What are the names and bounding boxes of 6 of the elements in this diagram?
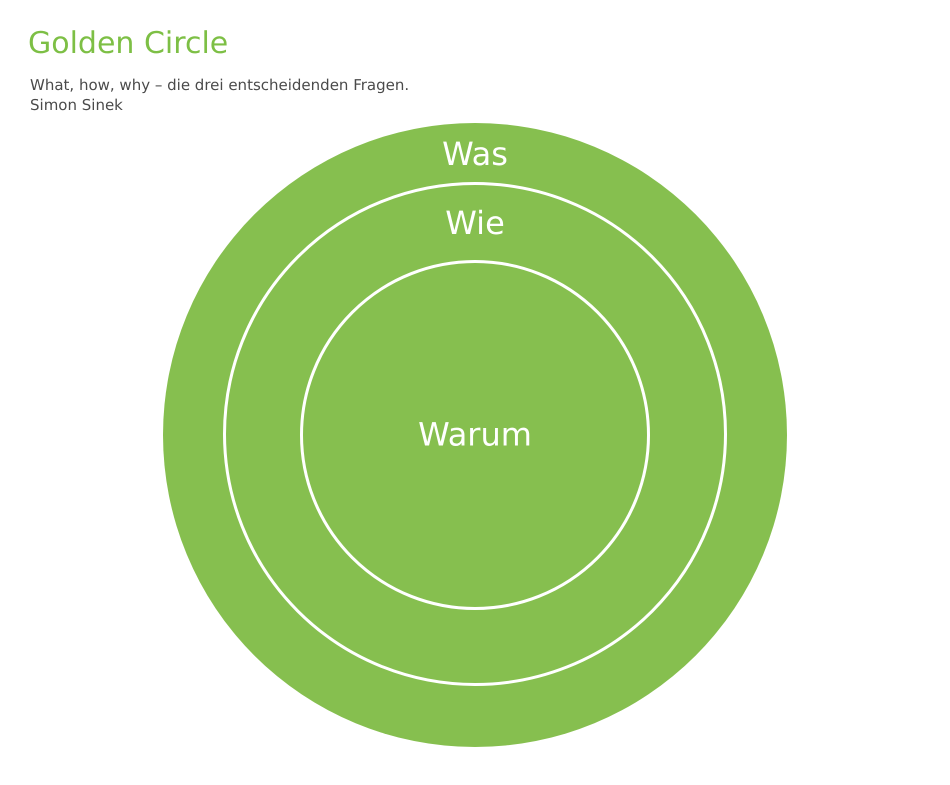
author-credit: Simon Sinek: [30, 96, 123, 114]
circle-label: Warum: [418, 416, 532, 454]
circle-label: Was: [442, 136, 508, 173]
subtitle: What, how, why – die drei entscheidenden Fragen.: [30, 76, 410, 94]
circle-label: Wie: [445, 205, 505, 242]
title: Golden Circle: [28, 26, 228, 62]
